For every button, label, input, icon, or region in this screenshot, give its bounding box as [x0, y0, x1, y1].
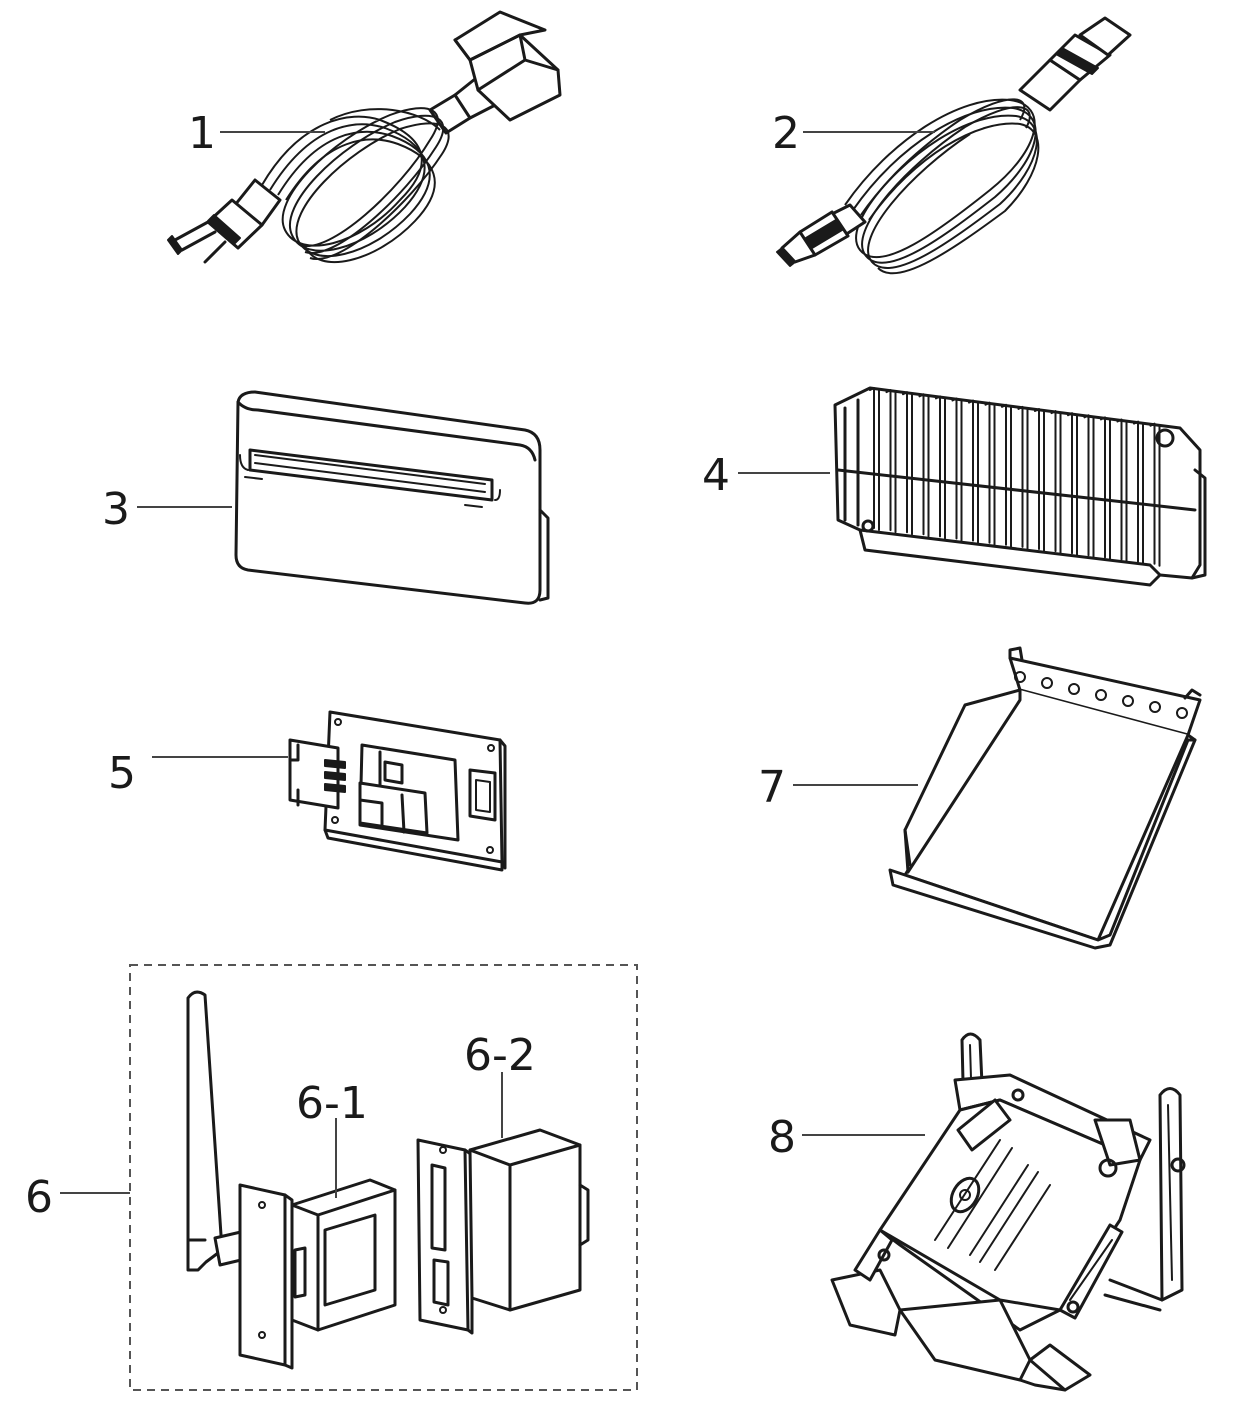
callout-8: 8	[768, 1112, 796, 1163]
peeler-rib	[1149, 422, 1161, 567]
peeler-rib	[885, 389, 897, 534]
tray-hole	[1176, 707, 1188, 719]
tray-hole	[1149, 701, 1161, 713]
callout-6: 6	[25, 1172, 53, 1223]
peeler-rib	[1067, 412, 1078, 557]
peeler-rib	[1100, 416, 1111, 561]
peeler-rib	[968, 399, 979, 544]
media-tray-drawing	[888, 646, 1202, 950]
callout-3: 3	[102, 484, 130, 535]
callout-1: 1	[188, 108, 216, 159]
serial-module-drawing	[416, 1128, 590, 1335]
peeler-rib	[1083, 414, 1095, 559]
callout-6-2: 6-2	[464, 1030, 536, 1081]
callout-2: 2	[772, 108, 800, 159]
peeler-rib	[1050, 410, 1062, 555]
power-cord-drawing	[167, 10, 562, 264]
callout-6-1: 6-1	[296, 1078, 368, 1129]
tray-hole	[1014, 671, 1026, 683]
peeler-rib	[1017, 405, 1029, 550]
peeler-rib	[935, 395, 946, 540]
mounting-bracket-drawing	[830, 1032, 1186, 1392]
cutter-module-drawing	[234, 390, 550, 605]
peeler-rib	[869, 387, 880, 531]
peeler-rib	[918, 393, 930, 538]
callout-7: 7	[758, 762, 786, 813]
tray-hole	[1041, 677, 1053, 689]
peeler-rib	[951, 397, 963, 542]
peeler-rib	[1034, 408, 1045, 552]
callout-4: 4	[702, 450, 730, 501]
peeler-rib	[902, 391, 913, 536]
wifi-module-drawing	[186, 990, 397, 1370]
tray-hole	[1122, 695, 1134, 707]
option-group-box	[129, 964, 638, 1391]
peeler-rib	[1116, 418, 1128, 563]
usb-cable-drawing	[776, 16, 1132, 275]
peeler-rib	[1133, 420, 1144, 565]
peeler-rib	[1001, 403, 1012, 548]
peeler-module-drawing	[833, 386, 1207, 587]
callout-5: 5	[108, 748, 136, 799]
peeler-rib	[984, 401, 996, 546]
interface-board-drawing	[288, 710, 507, 872]
tray-hole	[1095, 689, 1107, 701]
tray-hole	[1068, 683, 1080, 695]
